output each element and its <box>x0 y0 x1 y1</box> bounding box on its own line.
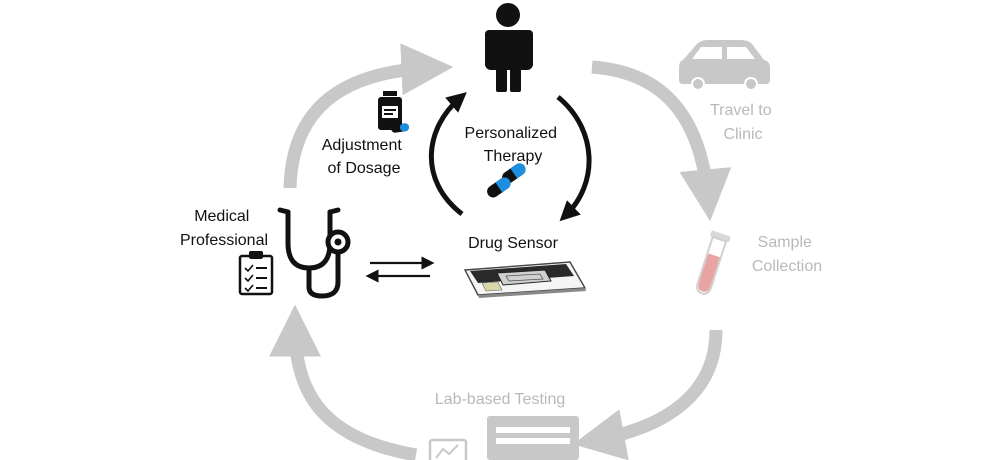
person-icon <box>485 3 533 92</box>
clipboard-icon <box>238 251 274 296</box>
sensor-chip-icon <box>463 261 587 298</box>
label-personalized-therapy: Personalized Therapy <box>465 125 562 165</box>
arrow-lab-to-professional <box>269 304 418 460</box>
label-drug-sensor: Drug Sensor <box>468 235 558 252</box>
exchange-arrows <box>365 256 435 283</box>
label-travel-to-clinic: Travel to Clinic <box>710 102 776 143</box>
stethoscope-icon <box>277 207 351 299</box>
inner-cycle-arrows <box>428 92 592 222</box>
label-lab-based-testing: Lab-based Testing <box>435 391 565 408</box>
arrow-sensor-to-therapy <box>428 92 467 216</box>
arrow-sample-to-lab <box>572 329 723 460</box>
label-medical-professional: Medical Professional <box>180 208 268 249</box>
arrow-to-patient <box>283 43 454 189</box>
monitor-icon <box>428 438 468 460</box>
label-sample-collection: Sample Collection <box>752 234 822 275</box>
car-icon <box>679 40 770 91</box>
outer-cycle-arrows <box>269 43 732 460</box>
arrow-patient-to-travel <box>591 60 732 222</box>
label-adjustment-of-dosage: Adjustment of Dosage <box>322 137 407 177</box>
test-tube-icon <box>696 230 731 295</box>
pills-icon <box>487 163 526 198</box>
arrow-therapy-to-sensor <box>556 95 592 222</box>
medicine-bottle-icon <box>378 91 409 133</box>
lab-instrument-icon <box>487 416 579 460</box>
